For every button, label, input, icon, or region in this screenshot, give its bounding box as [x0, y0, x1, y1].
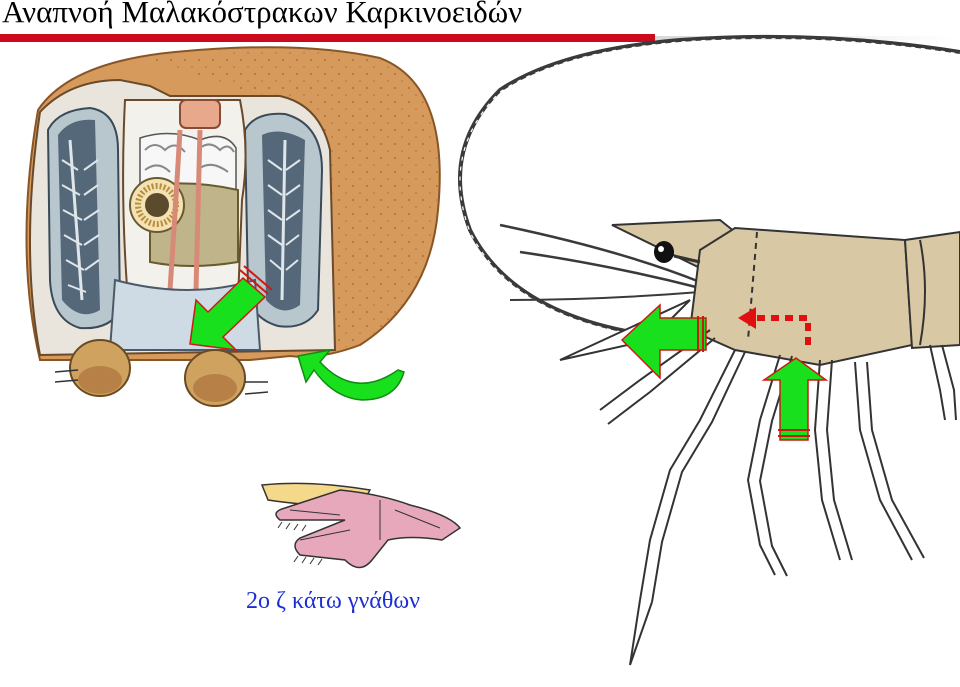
- title-underline: [0, 34, 655, 42]
- intake-flow-arrow: [761, 357, 829, 441]
- shrimp-illustration: [458, 34, 960, 666]
- crustacean-cross-section: [25, 46, 441, 407]
- left-gill: [46, 106, 122, 330]
- curved-arrow: [297, 348, 405, 401]
- right-gill: [243, 112, 324, 328]
- maxilla-appendage: [260, 482, 462, 569]
- water-flow-arrow: [189, 265, 273, 352]
- exit-flow-arrow: [620, 303, 707, 380]
- dotted-flow-arrow: [738, 307, 811, 345]
- appendage-caption: 2ο ζ κάτω γνάθων: [246, 588, 421, 614]
- page-title: Αναπνοή Μαλακόστρακων Καρκινοειδών: [2, 0, 523, 29]
